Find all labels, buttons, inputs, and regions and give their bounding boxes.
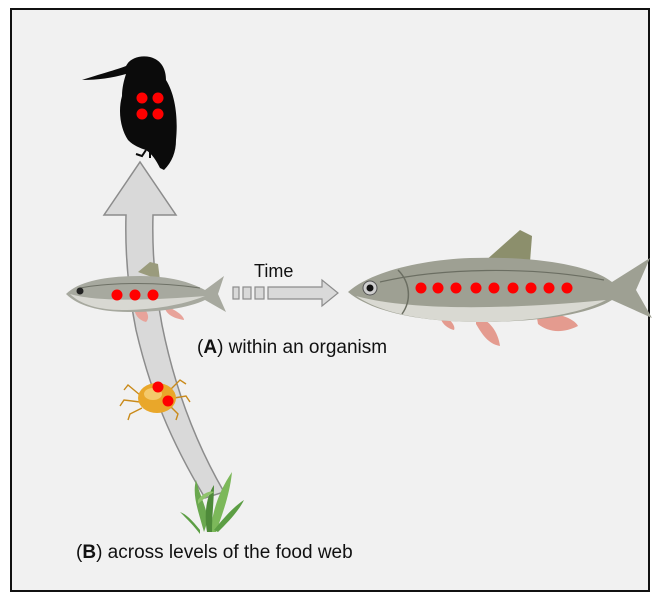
small-fish-dots (112, 290, 159, 301)
caption-a-text: ) within an organism (217, 337, 387, 358)
time-label: Time (254, 261, 293, 282)
caption-within-organism: (A) within an organism (197, 337, 387, 359)
contaminant-dot (153, 109, 164, 120)
contaminant-dot (471, 283, 482, 294)
contaminant-dot (163, 396, 174, 407)
contaminant-dot (508, 283, 519, 294)
caption-b-letter: B (82, 542, 96, 563)
contaminant-dot (544, 283, 555, 294)
large-fish-icon (348, 230, 652, 346)
contaminant-dot (130, 290, 141, 301)
time-arrow (233, 280, 338, 306)
food-web-arrow (104, 162, 224, 498)
contaminant-dot (451, 283, 462, 294)
caption-a-letter: A (203, 337, 217, 358)
contaminant-dot (148, 290, 159, 301)
contaminant-dot (489, 283, 500, 294)
contaminant-dot (526, 283, 537, 294)
small-fish-icon (66, 262, 226, 322)
contaminant-dot (416, 283, 427, 294)
contaminant-dot (433, 283, 444, 294)
contaminant-dot (137, 93, 148, 104)
contaminant-dot (153, 382, 164, 393)
caption-b-text: ) across levels of the food web (96, 542, 353, 563)
caption-across-food-web: (B) across levels of the food web (76, 542, 353, 564)
contaminant-dot (137, 109, 148, 120)
contaminant-dot (153, 93, 164, 104)
contaminant-dot (562, 283, 573, 294)
contaminant-dot (112, 290, 123, 301)
large-fish-dots (416, 283, 573, 294)
